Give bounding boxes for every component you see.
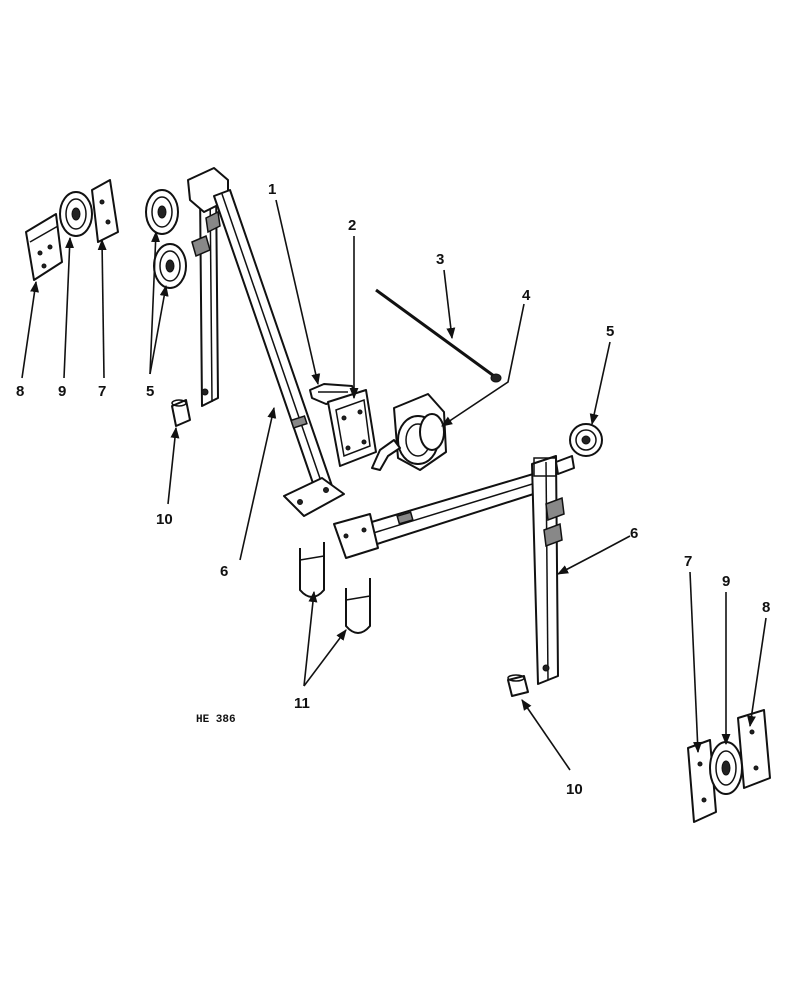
callout-1: 1 [268,181,276,198]
callout-7-right: 7 [684,553,692,570]
bracket-plate-lower-right [737,709,771,789]
callout-6-left: 6 [220,563,228,580]
callout-8-right: 8 [762,599,770,616]
callout-9-right: 9 [722,573,730,590]
callout-4: 4 [522,287,531,304]
callout-10-right: 10 [566,781,583,798]
callout-5-right: 5 [606,323,614,340]
pulley-wheel-left [59,191,93,237]
callout-3: 3 [436,251,444,268]
bracket-plate-lower-left [687,739,717,823]
pulley-right [569,423,603,457]
spacer-bushing-right [507,674,529,697]
callout-11: 11 [294,695,310,712]
leader-lines [21,199,767,771]
winch [371,393,447,471]
pulley-upper-b [153,243,187,289]
spacer-bushing-left [171,399,191,427]
bracket-plate-left [25,213,63,281]
callout-2: 2 [348,217,356,234]
u-bolt-a [299,542,325,598]
stand-frame-right [333,455,575,685]
mounting-plate [327,389,377,467]
callout-9-left: 9 [58,383,66,400]
callout-7-left: 7 [98,383,106,400]
pulley-upper-a [145,189,179,235]
u-bolt-b [345,578,371,634]
callout-10-left: 10 [156,511,173,528]
callout-5-upper-left: 5 [146,383,154,400]
callout-6-right: 6 [630,525,638,542]
stand-frame-left [187,167,345,517]
pulley-wheel-right [709,741,743,795]
bracket-plate-right [91,179,119,243]
drawing-code: HE 386 [196,714,236,726]
callout-8-left: 8 [16,383,24,400]
cable [375,288,502,383]
